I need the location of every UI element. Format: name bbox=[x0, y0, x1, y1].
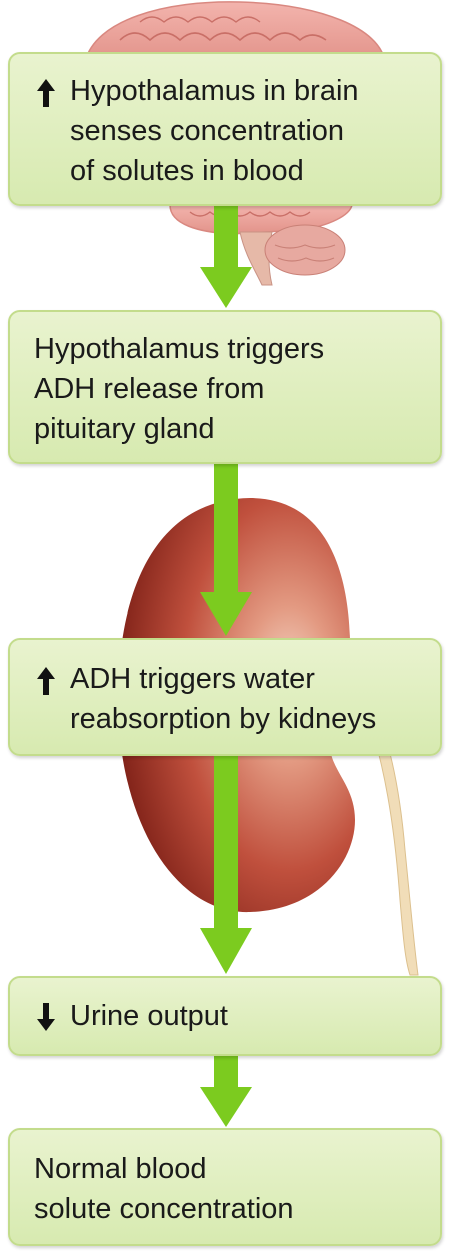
step-4-line-1: Urine output bbox=[70, 1000, 228, 1032]
up-arrow-icon bbox=[37, 667, 55, 695]
step-1-line-2: senses concentration bbox=[70, 115, 345, 147]
step-2-line-1: Hypothalamus triggers bbox=[34, 333, 325, 365]
step-1-line-1: Hypothalamus in brain bbox=[70, 75, 359, 107]
step-1-line-3: of solutes in blood bbox=[70, 155, 304, 187]
step-box-3: ADH triggers water reabsorption by kidne… bbox=[8, 638, 442, 756]
step-box-2: Hypothalamus triggers ADH release from p… bbox=[8, 310, 442, 464]
step-box-1: Hypothalamus in brain senses concentrati… bbox=[8, 52, 442, 206]
step-3-line-1: ADH triggers water bbox=[70, 663, 315, 695]
step-box-5: Normal blood solute concentration bbox=[8, 1128, 442, 1246]
up-arrow-icon bbox=[37, 79, 55, 107]
step-3-line-2: reabsorption by kidneys bbox=[70, 703, 377, 735]
step-2-line-3: pituitary gland bbox=[34, 413, 215, 445]
step-2-line-2: ADH release from bbox=[34, 373, 265, 405]
flow-arrow-2 bbox=[200, 462, 252, 636]
down-arrow-icon bbox=[37, 1003, 55, 1031]
flow-arrow-4 bbox=[200, 1055, 252, 1127]
flow-arrow-3 bbox=[200, 754, 252, 974]
step-box-4: Urine output bbox=[8, 976, 442, 1056]
step-5-line-2: solute concentration bbox=[34, 1193, 294, 1225]
flow-arrow-1 bbox=[200, 205, 252, 308]
step-5-line-1: Normal blood bbox=[34, 1153, 207, 1185]
